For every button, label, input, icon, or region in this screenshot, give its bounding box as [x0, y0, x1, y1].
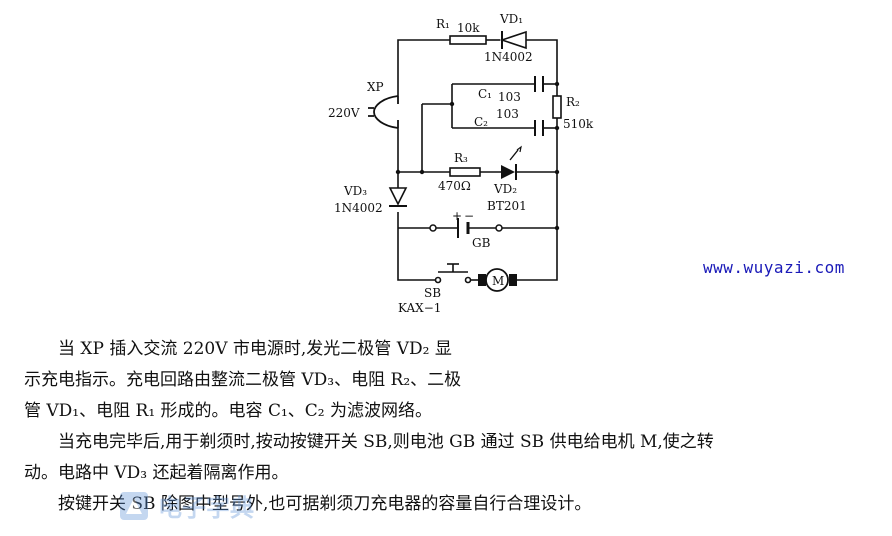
text-line: 当 XP 插入交流 220V 市电源时,发光二极管 VD₂ 显: [58, 339, 452, 359]
c1-label: C₁: [478, 87, 492, 101]
r1-resistor: [449, 35, 487, 45]
text-line: 按键开关 SB 除图中型号外,也可据剃须刀充电器的容量自行合理设计。: [58, 494, 592, 514]
gb-label: GB: [472, 236, 491, 250]
vd3-part: 1N4002: [334, 201, 383, 215]
c2-capacitor: [534, 120, 544, 136]
r3-resistor: [449, 167, 481, 177]
text-line: 示充电指示。充电回路由整流二极管 VD₃、电阻 R₂、二极: [24, 370, 462, 390]
watermark-url: www.wuyazi.com: [703, 258, 845, 277]
text-line: 当充电完毕后,用于剃须时,按动按键开关 SB,则电池 GB 通过 SB 供电给电…: [58, 432, 714, 452]
sb-label: SB: [424, 286, 441, 300]
motor-label: M: [492, 274, 504, 288]
r2-value: 510k: [563, 117, 594, 131]
site-logo-watermark: 电子字典: [120, 492, 254, 522]
r1-value: 10k: [457, 21, 480, 35]
text-line: 管 VD₁、电阻 R₁ 形成的。电容 C₁、C₂ 为滤波网络。: [24, 401, 432, 421]
vd2-part: BT201: [487, 199, 527, 213]
text-line: 动。电路中 VD₃ 还起着隔离作用。: [24, 463, 289, 483]
r2-resistor: [552, 95, 562, 119]
r2-label: R₂: [566, 95, 580, 109]
logo-text: 电子字典: [158, 494, 254, 522]
xp-plug: [368, 95, 399, 129]
c1-capacitor: [534, 76, 544, 92]
motor: [478, 268, 517, 292]
gb-plus: +: [452, 209, 462, 223]
description-paragraph-1: 当 XP 插入交流 220V 市电源时,发光二极管 VD₂ 显 示充电指示。充电…: [24, 334, 874, 427]
vd1-label: VD₁: [499, 12, 523, 26]
vd3-diode: [388, 187, 408, 207]
r3-value: 470Ω: [438, 179, 471, 193]
r3-label: R₃: [454, 151, 468, 165]
sb-switch: [434, 263, 478, 284]
description-paragraph-3: 按键开关 SB 除图中型号外,也可据剃须刀充电器的容量自行合理设计。: [24, 489, 874, 520]
vd2-label: VD₂: [493, 182, 517, 196]
gb-battery: [429, 218, 503, 238]
sb-part: KAX−1: [398, 301, 441, 315]
c2-label: C₂: [474, 115, 488, 129]
r1-label: R₁: [436, 17, 450, 31]
description-paragraph-2: 当充电完毕后,用于剃须时,按动按键开关 SB,则电池 GB 通过 SB 供电给电…: [24, 427, 874, 489]
xp-label: XP: [367, 80, 384, 94]
vd2-led: [501, 145, 522, 180]
c2-value: 103: [496, 107, 519, 121]
vd1-part: 1N4002: [484, 50, 533, 64]
circuit-diagram: R₁ 10k VD₁ 1N4002 XP 220V C₁ 103 C₂ 103 …: [328, 12, 594, 315]
junction-dots: [395, 81, 560, 231]
c1-value: 103: [498, 90, 521, 104]
gb-minus: −: [464, 209, 474, 223]
vd1-diode: [499, 30, 527, 50]
vd3-label: VD₃: [343, 184, 367, 198]
mains-label: 220V: [328, 106, 360, 120]
